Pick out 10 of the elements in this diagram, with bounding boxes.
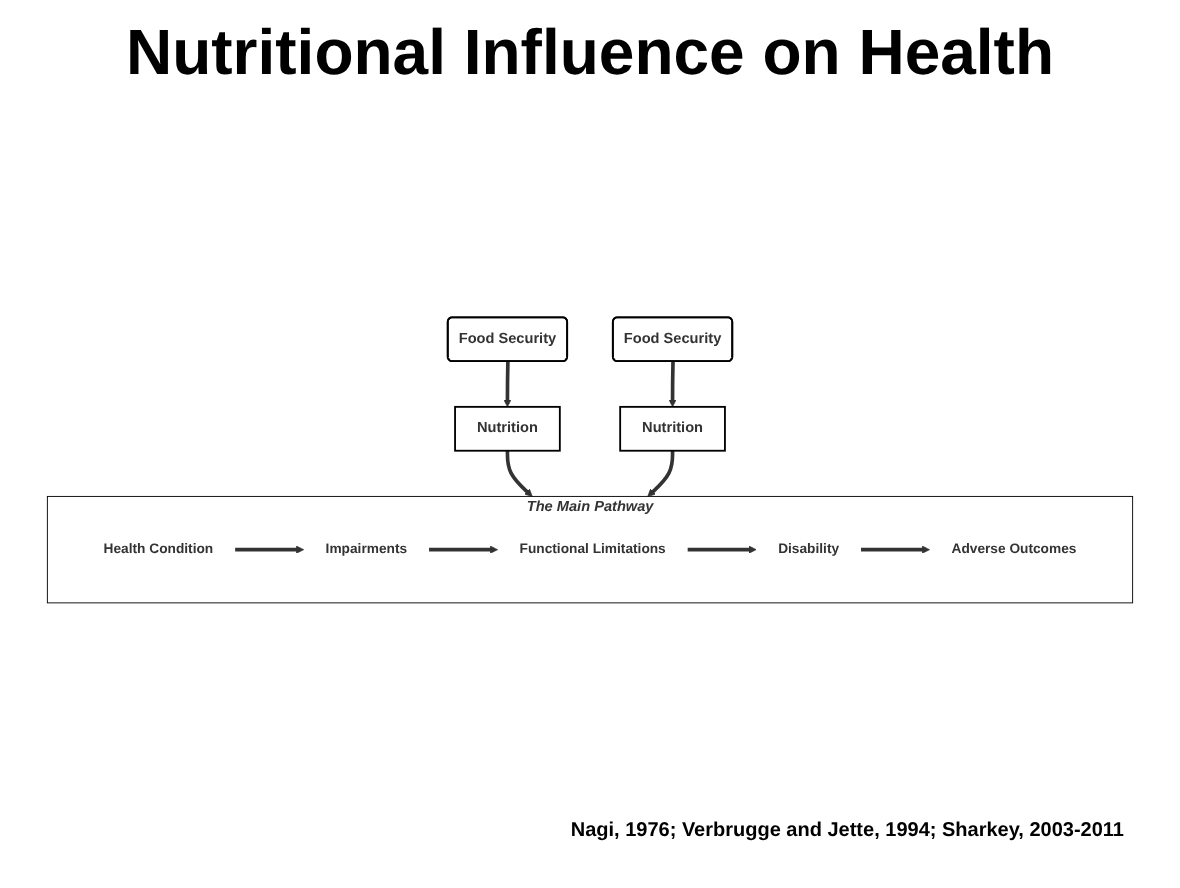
arrow (861, 545, 930, 554)
arrow (503, 361, 512, 408)
arrow (235, 545, 305, 554)
arrow (429, 545, 498, 554)
citation-note: Nagi, 1976; Verbrugge and Jette, 1994; Sharkey, 2003-2011 (570, 820, 1124, 842)
arrow (647, 450, 675, 497)
arrow (687, 545, 757, 554)
arrow (505, 450, 533, 497)
diagram-title: Nutritional Influence on Health (123, 16, 1056, 90)
arrow (668, 361, 677, 408)
